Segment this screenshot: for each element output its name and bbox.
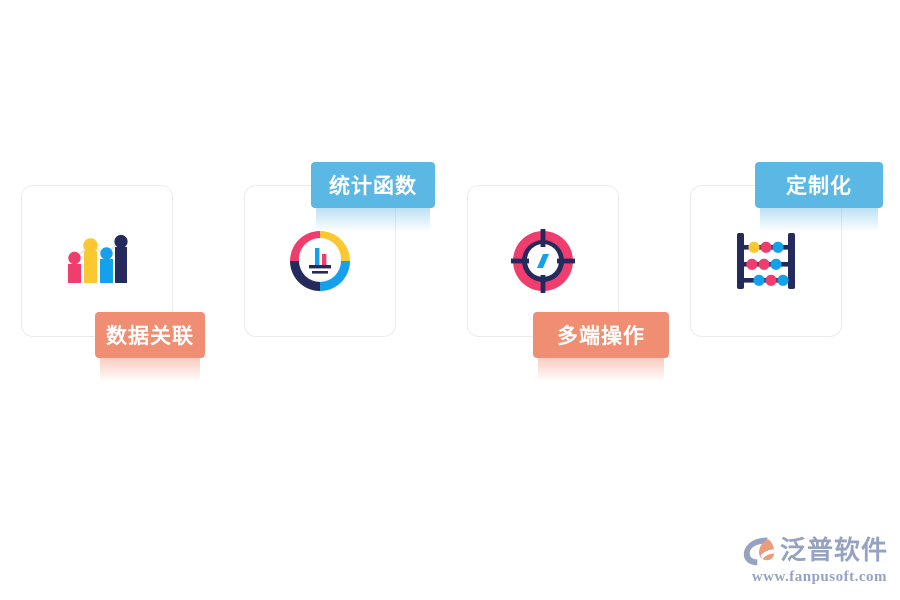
watermark: 泛普软件 www.fanpusoft.com [742, 535, 888, 586]
label-reflection-data-association [100, 358, 200, 382]
bar-chart-icon-svg [68, 234, 128, 283]
label-reflection-customization [760, 208, 878, 232]
feature-card-statistics-function[interactable] [244, 185, 396, 337]
feature-label-customization[interactable]: 定制化 [755, 162, 883, 208]
feature-card-data-association[interactable] [21, 185, 173, 337]
watermark-brand-row: 泛普软件 [742, 535, 888, 567]
fanpu-logo-icon [743, 537, 775, 566]
watermark-brand-text: 泛普软件 [779, 536, 888, 566]
abacus-icon-svg [737, 233, 795, 289]
label-reflection-statistics-function [316, 208, 430, 232]
label-reflection-multi-terminal-operation [538, 358, 664, 382]
donut-chart-icon [287, 228, 353, 294]
feature-card-customization[interactable] [690, 185, 842, 337]
feature-label-data-association[interactable]: 数据关联 [95, 312, 205, 358]
donut-chart-icon-svg [290, 231, 350, 291]
watermark-url-text: www.fanpusoft.com [751, 569, 887, 585]
bar-chart-icon [64, 228, 130, 294]
feature-label-statistics-function[interactable]: 统计函数 [311, 162, 435, 208]
abacus-icon [733, 228, 799, 294]
feature-label-multi-terminal-operation[interactable]: 多端操作 [533, 312, 669, 358]
feature-card-multi-terminal-operation[interactable] [467, 185, 619, 337]
compass-target-icon [510, 228, 576, 294]
compass-target-icon-svg [511, 229, 575, 293]
